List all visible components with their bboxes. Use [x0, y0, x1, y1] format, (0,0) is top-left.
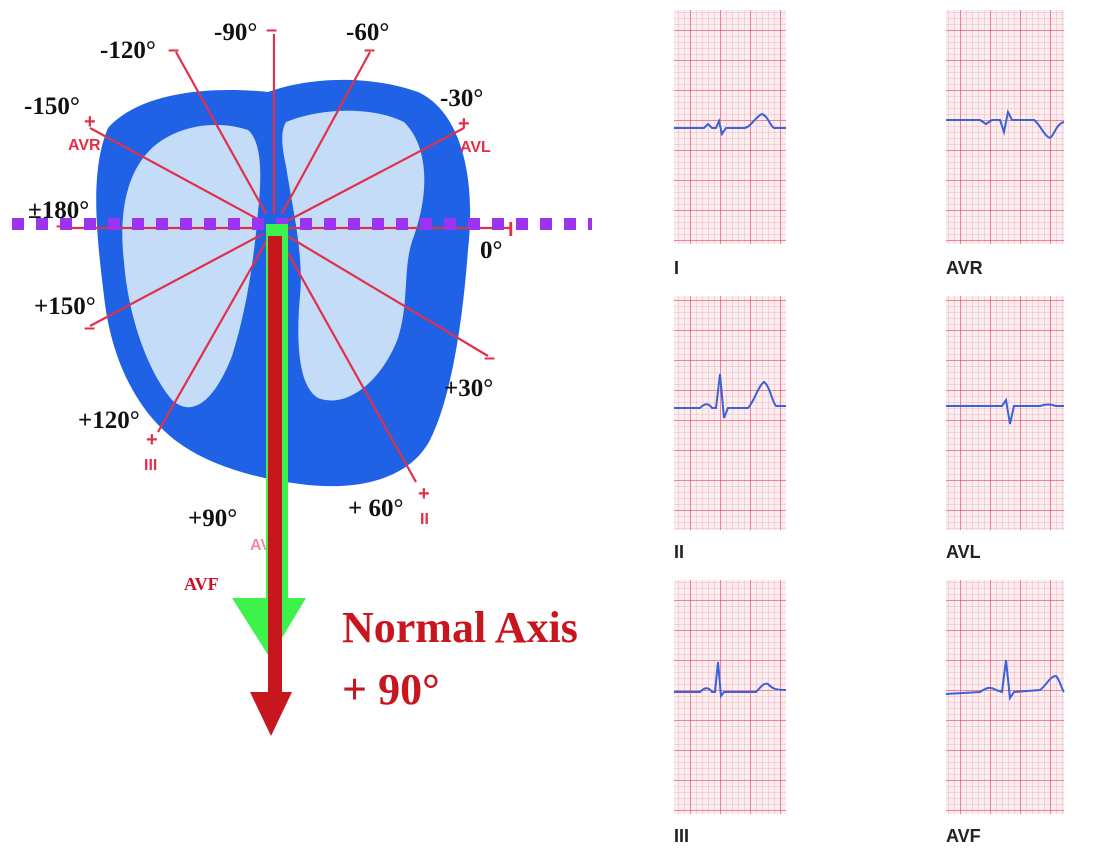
sign-avr-plus: + — [84, 111, 96, 133]
angle-label-plus60: + 60° — [348, 495, 404, 522]
sign-lead-ii-plus: + — [418, 483, 430, 505]
lead-label-avl: AVL — [460, 139, 491, 156]
angle-label-plus150: +150° — [34, 293, 96, 320]
sign-minus120: – — [168, 39, 179, 61]
angle-label-minus60: -60° — [346, 19, 389, 46]
angle-label-minus30: -30° — [440, 85, 483, 112]
ecg-label-i: I — [674, 258, 679, 278]
ecg-label-iii: III — [674, 826, 689, 846]
ecg-trace-avr — [946, 108, 1065, 140]
ecg-panel-ii: II — [674, 296, 786, 562]
ecg-trace-ii — [674, 373, 786, 419]
ecg-panel-avr: AVR — [946, 10, 1065, 278]
title-axis-value: + 90° — [342, 665, 440, 714]
axis-line-plus120 — [157, 227, 275, 433]
hexaxial-diagram: – – – + + – I – – + + AVR AVL III II AVF… — [12, 19, 636, 736]
ecg-panel-avf: AVF — [945, 580, 1065, 846]
avf-arrow-label: AVF — [184, 574, 219, 594]
axis-line-minus30 — [273, 127, 465, 229]
panel-divider — [592, 0, 650, 856]
sign-lead-i-plus: I — [508, 219, 514, 241]
red-axis-arrow — [250, 236, 292, 736]
ecg-trace-avf — [945, 659, 1065, 701]
angle-label-0: 0° — [480, 237, 503, 264]
sign-lead-iii-plus: + — [146, 429, 158, 451]
angle-label-minus150: -150° — [24, 93, 80, 120]
ecg-panels: I AVR II AVL III — [674, 10, 1065, 846]
ecg-label-ii: II — [674, 542, 684, 562]
angle-label-plus30: +30° — [444, 375, 493, 402]
sign-minus60: – — [364, 39, 375, 61]
angle-label-plus120: +120° — [78, 407, 140, 434]
ecg-trace-avl — [946, 397, 1064, 425]
axis-line-plus60 — [273, 227, 417, 483]
angle-label-minus120: -120° — [100, 37, 156, 64]
ecg-label-avl: AVL — [946, 542, 981, 562]
heart-right-chamber — [282, 110, 425, 401]
angle-label-minus90: -90° — [214, 19, 257, 46]
sign-plus30-minus: – — [484, 347, 495, 369]
sign-minus90: – — [266, 19, 277, 41]
lead-label-iii: III — [144, 457, 157, 474]
ecg-label-avf: AVF — [946, 826, 981, 846]
heart-left-chamber — [122, 124, 261, 408]
ecg-panel-iii: III — [674, 580, 787, 846]
axis-line-plus30 — [273, 227, 489, 357]
angle-label-plus90: +90° — [188, 505, 237, 532]
sign-minus150: – — [84, 317, 95, 339]
ecg-panel-avl: AVL — [946, 296, 1064, 562]
lead-label-ii: II — [420, 511, 429, 528]
ecg-trace-iii — [674, 661, 787, 699]
ecg-panel-i: I — [674, 10, 786, 278]
sign-avl-plus: + — [458, 113, 470, 135]
axis-line-plus150 — [89, 227, 275, 327]
title-normal-axis: Normal Axis — [342, 603, 578, 652]
ecg-label-avr: AVR — [946, 258, 983, 278]
lead-label-avr: AVR — [68, 137, 101, 154]
axis-line-minus60 — [273, 51, 371, 229]
axis-line-minus150 — [89, 127, 275, 229]
axis-line-minus120 — [175, 51, 275, 229]
ecg-trace-i — [674, 112, 786, 137]
